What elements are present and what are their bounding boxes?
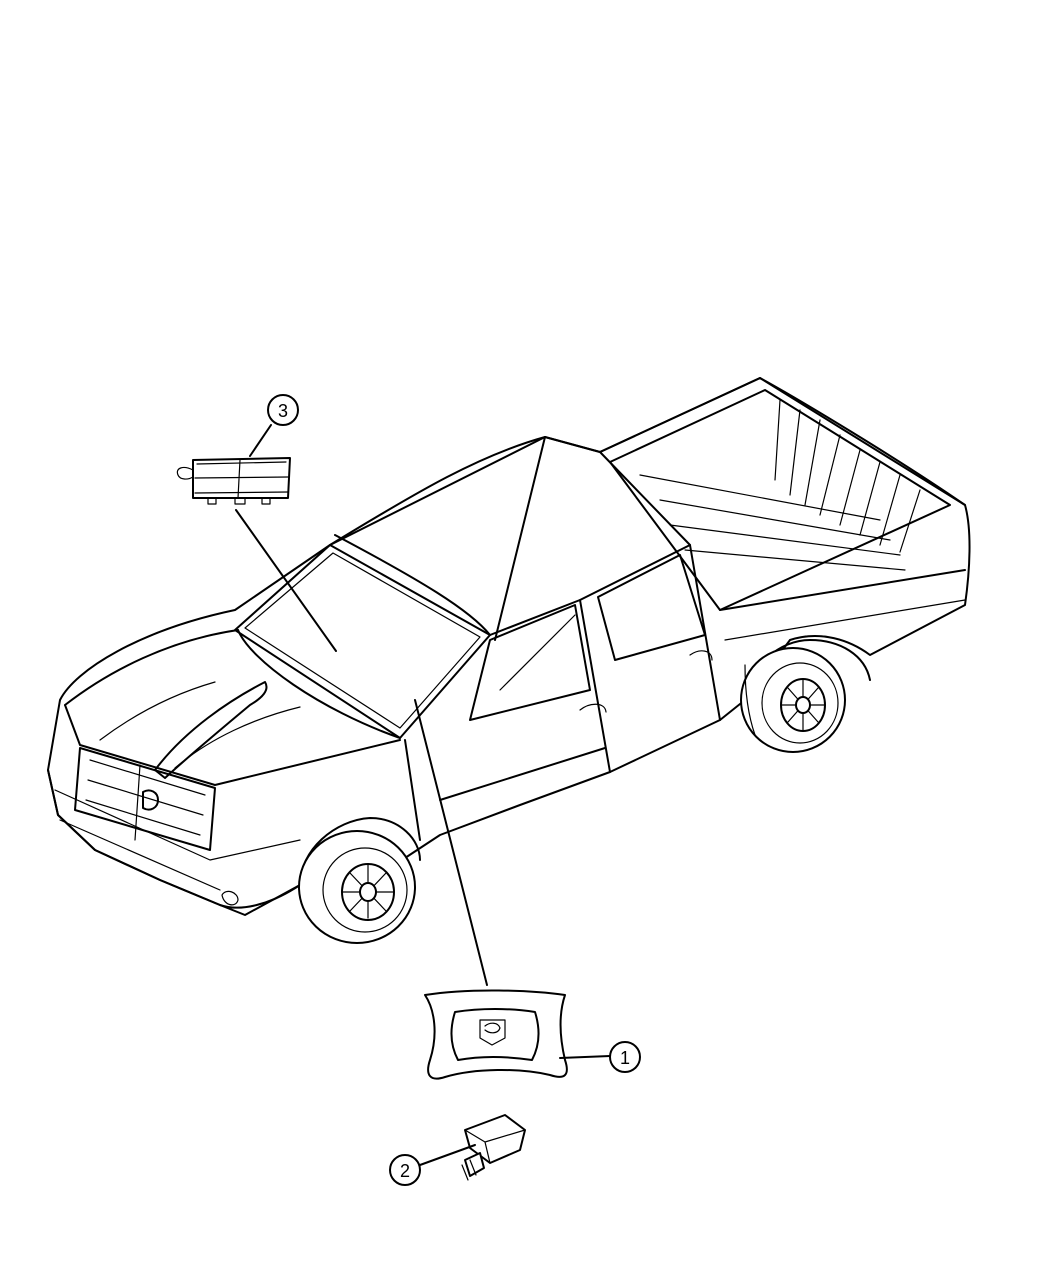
callout-1-number: 1 [620,1048,630,1068]
callout-2: 2 [389,1154,421,1186]
leader-line-3-callout [249,424,272,457]
clockspring-sensor-part [461,1114,526,1181]
callout-3: 3 [267,394,299,426]
leader-line-1-callout [559,1055,611,1059]
callout-2-number: 2 [400,1161,410,1181]
driver-airbag-part [424,989,568,1080]
leader-lines [235,424,611,1166]
passenger-airbag-module-part [176,457,291,505]
leader-line-1 [414,699,488,986]
pickup-truck-illustration [47,377,971,944]
leader-line-3 [235,509,337,652]
leader-line-2 [419,1144,476,1166]
callout-1: 1 [609,1041,641,1073]
callout-3-number: 3 [278,401,288,421]
